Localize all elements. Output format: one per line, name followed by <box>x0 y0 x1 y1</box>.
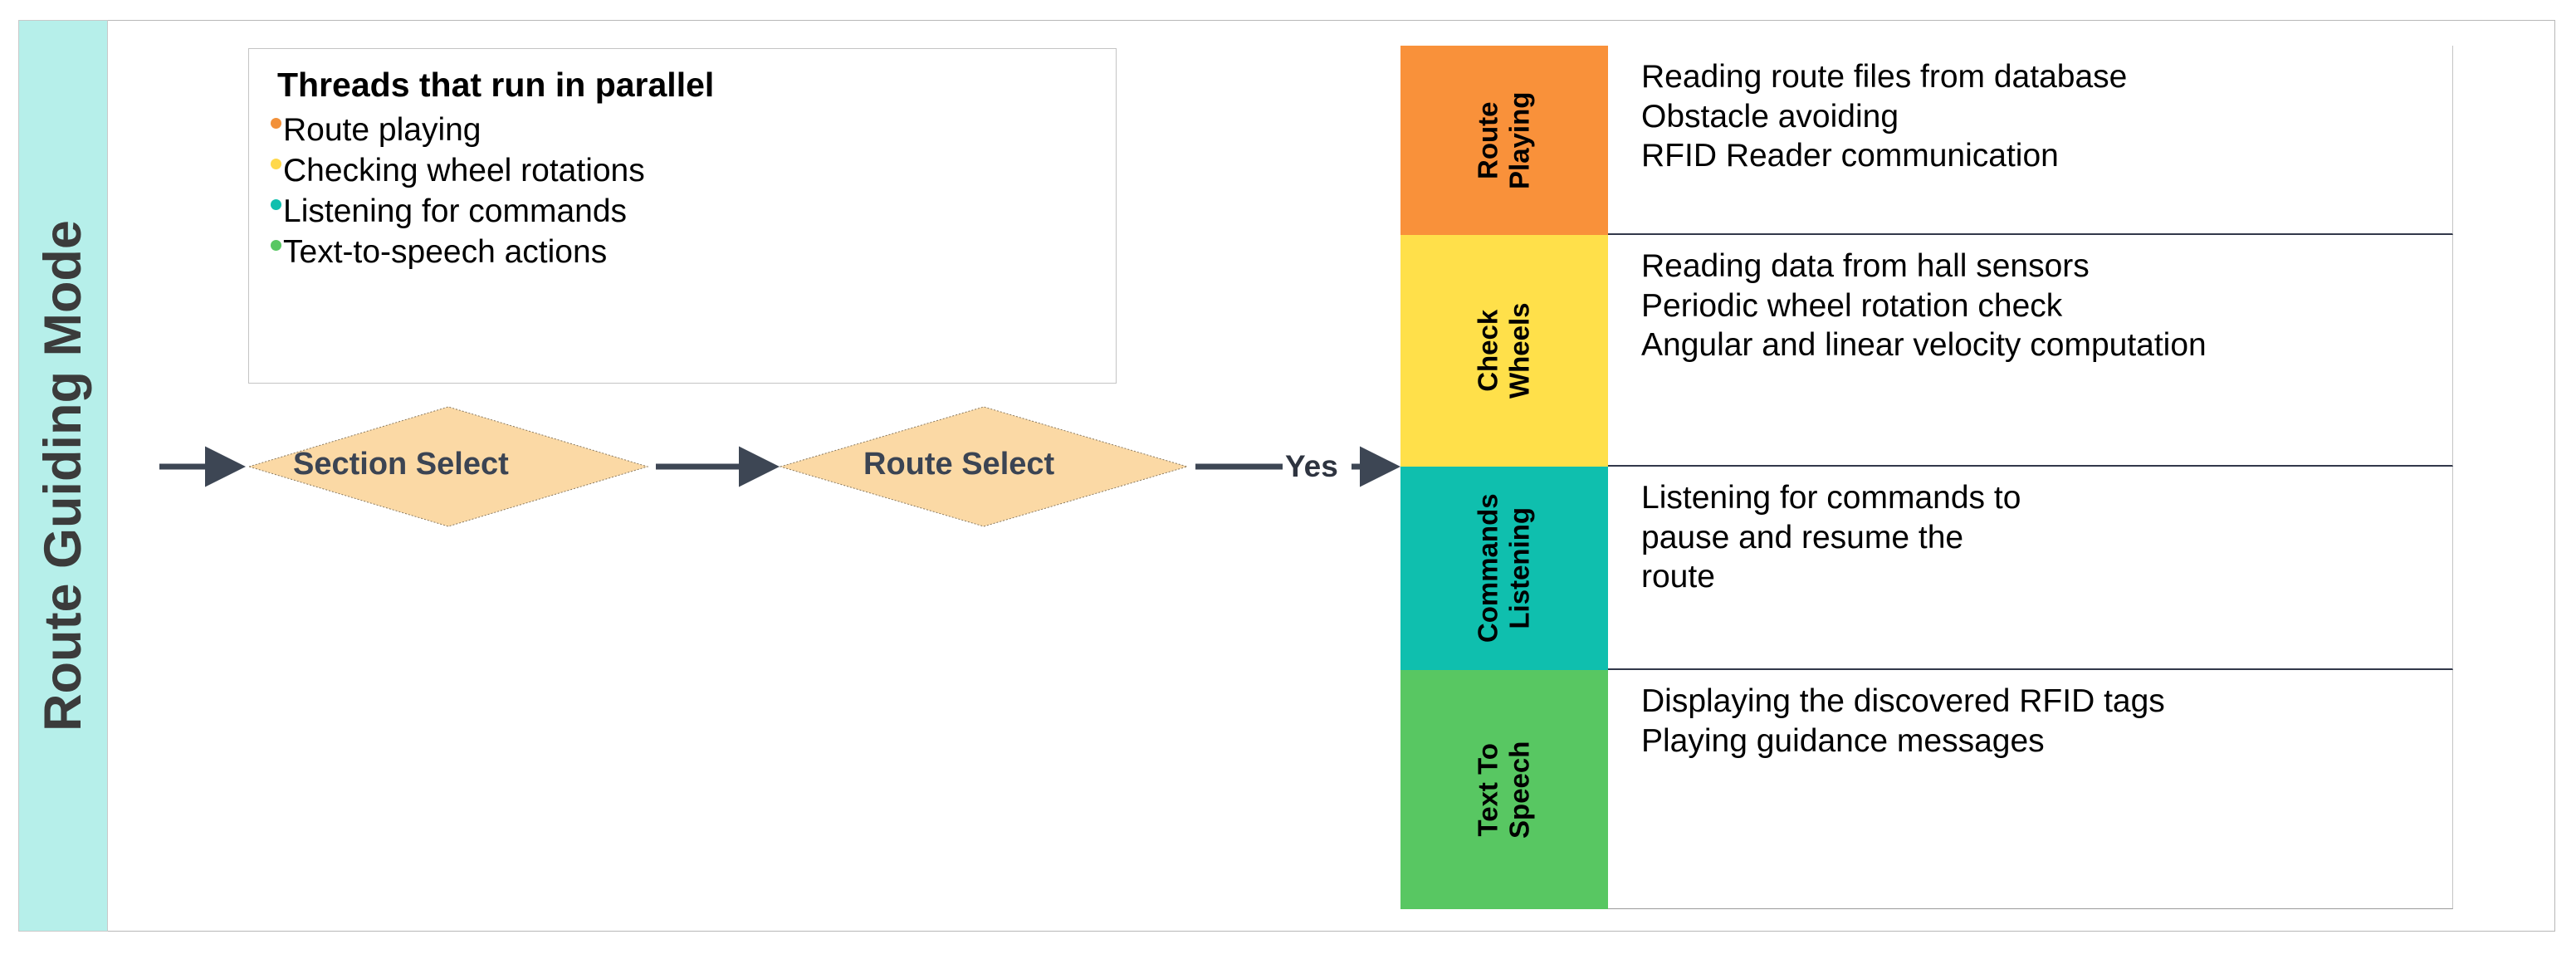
thread-tag-text-to-speech: Text To Speech <box>1400 670 1608 909</box>
legend-item-label: Listening for commands <box>283 193 628 229</box>
decision-node-section-select-label: Section Select <box>293 447 509 482</box>
threads-legend-box: Threads that run in parallel Route playi… <box>248 48 1117 384</box>
thread-description-line: Listening for commands to <box>1641 480 2021 516</box>
thread-description-line: Angular and linear velocity computation <box>1641 327 2207 364</box>
thread-tag-label: Check Wheels <box>1473 303 1537 399</box>
legend-item-listening-for-commands: Listening for commands <box>271 193 1094 232</box>
legend-item-route-playing: Route playing <box>271 111 1094 150</box>
mode-banner-label: Route Guiding Mode <box>34 220 93 731</box>
table-row: Route Playing Reading route files from d… <box>1400 46 2453 235</box>
legend-title: Threads that run in parallel <box>277 66 715 104</box>
thread-tag-check-wheels: Check Wheels <box>1400 235 1608 467</box>
thread-description-line: Reading route files from database <box>1641 59 2128 95</box>
legend-item-checking-wheel-rotations: Checking wheel rotations <box>271 152 1094 191</box>
thread-description-line: Obstacle avoiding <box>1641 98 1899 135</box>
thread-tag-route-playing: Route Playing <box>1400 46 1608 235</box>
thread-description-line: Displaying the discovered RFID tags <box>1641 683 2165 719</box>
thread-description-line: RFID Reader communication <box>1641 138 2059 174</box>
thread-description-line: Playing guidance messages <box>1641 722 2045 759</box>
thread-description-list: Listening for commands to pause and resu… <box>1608 467 2453 670</box>
bullet-dot-icon <box>271 118 281 130</box>
thread-tag-line1: Route <box>1472 101 1503 179</box>
thread-description-line: route <box>1641 559 1715 595</box>
legend-item-text-to-speech-actions: Text-to-speech actions <box>271 233 1094 272</box>
thread-description-list: Reading data from hall sensors Periodic … <box>1608 235 2453 467</box>
bullet-dot-icon <box>271 239 281 251</box>
branch-label-yes: Yes <box>1285 449 1338 483</box>
table-row: Check Wheels Reading data from hall sens… <box>1400 235 2453 467</box>
legend-item-label: Checking wheel rotations <box>283 153 645 189</box>
mode-banner: Route Guiding Mode <box>18 20 108 932</box>
thread-tag-line2: Wheels <box>1503 302 1535 399</box>
thread-tag-line2: Playing <box>1504 91 1535 189</box>
thread-tag-line1: Text To <box>1472 742 1503 837</box>
thread-tag-label: Text To Speech <box>1473 741 1537 838</box>
bullet-dot-icon <box>271 159 281 170</box>
legend-item-label: Route playing <box>283 112 481 149</box>
thread-description-line: Periodic wheel rotation check <box>1641 287 2063 324</box>
thread-description-list: Reading route files from database Obstac… <box>1608 46 2453 235</box>
thread-tag-line2: Listening <box>1503 507 1535 629</box>
thread-table: Route Playing Reading route files from d… <box>1400 46 2453 909</box>
bullet-dot-icon <box>271 198 281 210</box>
legend-item-label: Text-to-speech actions <box>283 233 608 270</box>
thread-tag-line1: Commands <box>1472 493 1503 643</box>
thread-tag-label: Commands Listening <box>1473 494 1537 643</box>
thread-tag-line2: Speech <box>1503 741 1535 839</box>
thread-description-line: Reading data from hall sensors <box>1641 248 2090 284</box>
table-row: Commands Listening Listening for command… <box>1400 467 2453 670</box>
thread-description-list: Displaying the discovered RFID tags Play… <box>1608 670 2453 909</box>
thread-tag-line1: Check <box>1472 309 1503 393</box>
thread-tag-commands-listening: Commands Listening <box>1400 467 1608 670</box>
table-row: Text To Speech Displaying the discovered… <box>1400 670 2453 909</box>
decision-node-route-select-label: Route Select <box>863 447 1055 482</box>
thread-description-line: pause and resume the <box>1641 519 1964 555</box>
thread-tag-label: Route Playing <box>1473 91 1537 188</box>
